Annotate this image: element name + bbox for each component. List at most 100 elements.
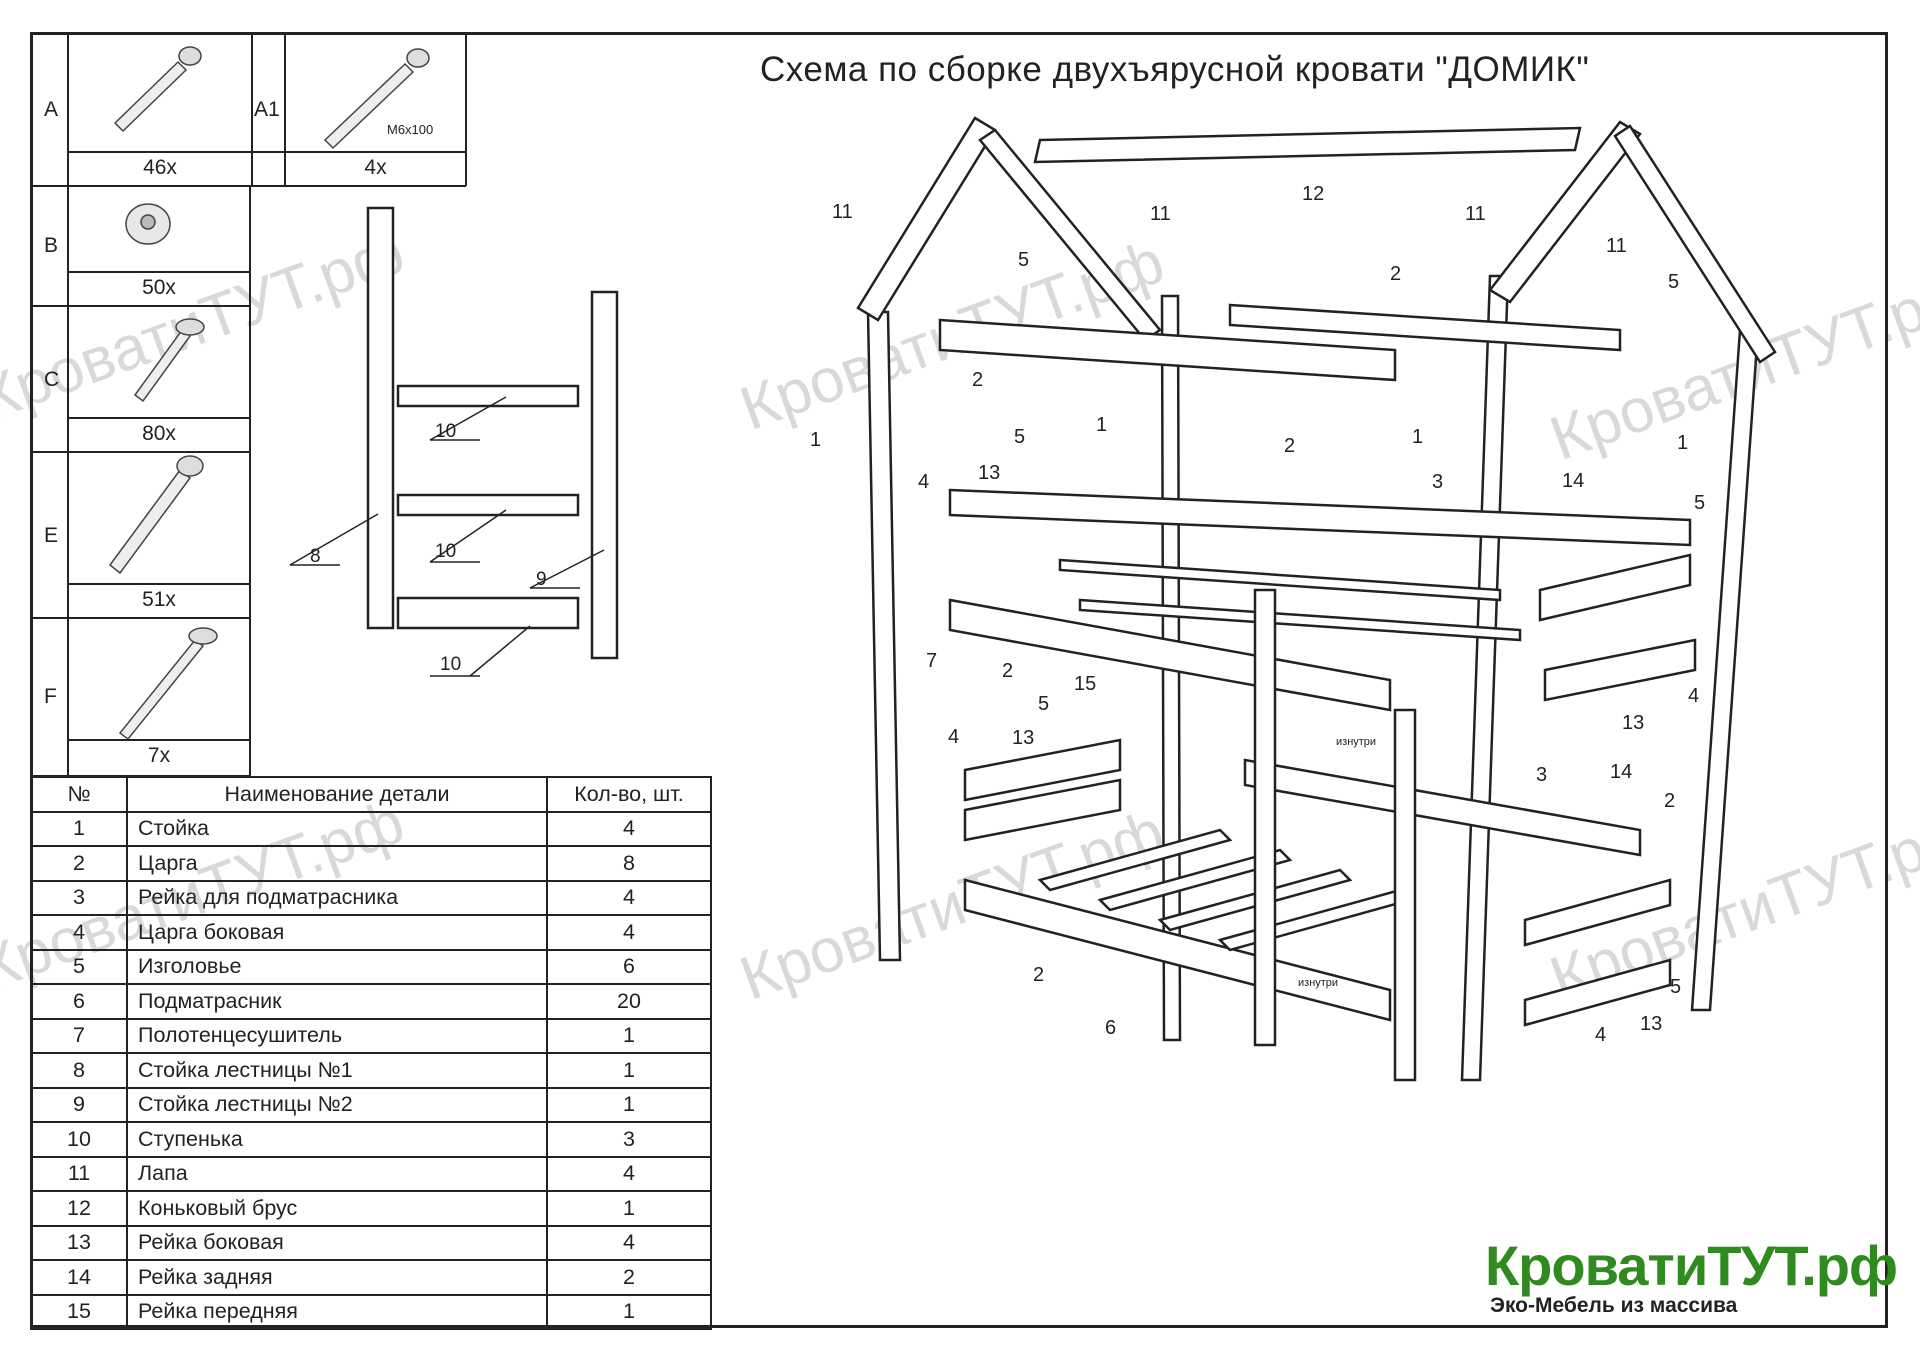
roof-leg-11 (1613, 124, 1777, 364)
svg-text:7: 7 (926, 650, 937, 672)
svg-text:2: 2 (972, 369, 983, 391)
part-num: 8 (30, 1052, 128, 1089)
svg-text:5: 5 (1668, 271, 1679, 293)
bolt-icon (113, 46, 202, 133)
svg-text:изнутри: изнутри (1336, 736, 1376, 748)
hardware-count: 7x (147, 744, 171, 767)
part-name: Коньковый брус (126, 1190, 548, 1227)
svg-text:2: 2 (1390, 263, 1401, 285)
part-qty: 1 (546, 1052, 712, 1089)
rail-2 (963, 878, 1392, 1022)
step-1 (396, 384, 580, 408)
part-num: 15 (30, 1293, 128, 1330)
side-rail-4 (1523, 958, 1672, 1027)
hardware-grid: M6x100 (30, 32, 467, 777)
part-qty: 4 (546, 1224, 712, 1261)
part-qty: 3 (546, 1121, 712, 1158)
bed-ladder-post (1393, 708, 1417, 1082)
side-rail-4 (963, 738, 1122, 802)
part-num: 1 (30, 810, 128, 847)
part-name: Лапа (126, 1155, 548, 1192)
part-name: Стойка лестницы №1 (126, 1052, 548, 1089)
part-name: Стойка лестницы №2 (126, 1086, 548, 1123)
part-num: 3 (30, 879, 128, 916)
part-qty: 4 (546, 879, 712, 916)
roof-leg-11 (1488, 120, 1642, 304)
part-qty: 20 (546, 983, 712, 1020)
part-qty: 1 (546, 1017, 712, 1054)
svg-text:2: 2 (1033, 964, 1044, 986)
callout-10: 10 (440, 654, 461, 675)
svg-text:3: 3 (1432, 471, 1443, 493)
svg-text:13: 13 (1622, 712, 1644, 734)
svg-text:6: 6 (1105, 1017, 1116, 1039)
svg-text:2: 2 (1002, 660, 1013, 682)
screw-icon (133, 318, 205, 403)
post-1 (1460, 274, 1510, 1082)
rail-2 (948, 488, 1692, 547)
svg-text:15: 15 (1074, 673, 1096, 695)
part-name: Изголовье (126, 948, 548, 985)
brand-tagline: Эко-Мебель из массива (1490, 1294, 1738, 1317)
ridge-beam-12 (1033, 126, 1582, 164)
table-header-row: № Наименование детали Кол-во, шт. (30, 776, 712, 813)
hardware-count: 51x (142, 588, 176, 611)
slat-6 (1097, 848, 1293, 912)
head-5 (1543, 638, 1697, 702)
svg-text:11: 11 (1606, 235, 1627, 257)
svg-text:3: 3 (1536, 764, 1547, 786)
part-qty: 4 (546, 1155, 712, 1192)
part-name: Подматрасник (126, 983, 548, 1020)
hardware-letter: B (44, 234, 59, 257)
svg-text:11: 11 (1150, 203, 1171, 225)
hardware-letter: C (44, 368, 60, 391)
slat-6 (1037, 828, 1233, 892)
part-qty: 1 (546, 1190, 712, 1227)
hardware-count: 46x (143, 156, 177, 179)
svg-text:14: 14 (1562, 470, 1584, 492)
svg-text:4: 4 (1688, 685, 1699, 707)
step-2 (396, 493, 580, 517)
ladder-post-2 (590, 290, 619, 660)
hardware-letter: A (44, 98, 59, 121)
svg-text:2: 2 (1284, 435, 1295, 457)
part-qty: 8 (546, 845, 712, 882)
callout-8: 8 (310, 546, 321, 567)
part-num: 12 (30, 1190, 128, 1227)
part-num: 10 (30, 1121, 128, 1158)
svg-text:1: 1 (1096, 414, 1107, 436)
part-name: Рейка боковая (126, 1224, 548, 1261)
bolt-icon (323, 48, 430, 150)
hardware-count: 80x (142, 422, 176, 445)
part-qty: 4 (546, 914, 712, 951)
svg-text:5: 5 (1670, 976, 1681, 998)
barrel-nut-icon (125, 203, 171, 245)
svg-text:5: 5 (1038, 693, 1049, 715)
svg-text:5: 5 (1694, 492, 1705, 514)
page-title: Схема по сборке двухъярусной кровати "ДО… (760, 50, 1590, 89)
part-num: 13 (30, 1224, 128, 1261)
svg-text:13: 13 (978, 462, 1000, 484)
side-rail-4 (963, 778, 1122, 842)
screw-icon (118, 627, 218, 741)
svg-text:11: 11 (1465, 203, 1486, 225)
svg-text:13: 13 (1640, 1013, 1662, 1035)
callout-10: 10 (435, 421, 456, 442)
svg-text:12: 12 (1302, 183, 1324, 205)
part-num: 7 (30, 1017, 128, 1054)
part-name: Ступенька (126, 1121, 548, 1158)
